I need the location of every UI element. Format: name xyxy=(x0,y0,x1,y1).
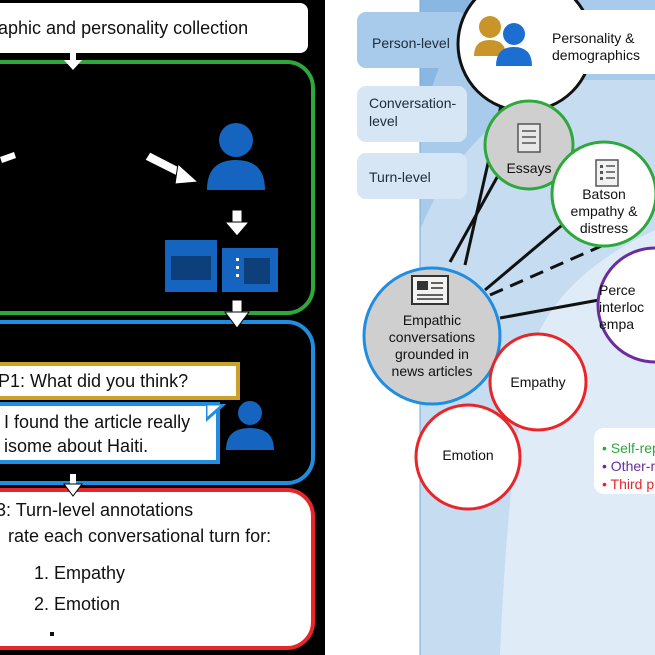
utterance-p2-line2: isome about Haiti. xyxy=(4,436,149,456)
arrow-diagonal-icon xyxy=(144,151,200,185)
level-label-person: Person-level xyxy=(372,35,450,51)
arrow-down-icon xyxy=(223,209,251,237)
step1-title: aphic and personality collection xyxy=(0,18,249,38)
node-center xyxy=(362,266,502,406)
arrow-down-icon xyxy=(64,52,82,70)
step3-item-empathy: 1. Empathy xyxy=(34,563,126,583)
utterance-p1-text: P1: What did you think? xyxy=(0,371,189,391)
people-icon xyxy=(474,16,532,66)
legend-self-report: • Self-rep xyxy=(602,440,655,456)
center-label: Empathic conversations grounded in news … xyxy=(388,312,476,379)
step3-frame xyxy=(0,488,315,650)
node-perceived xyxy=(596,246,655,364)
essay-document-icon xyxy=(165,240,217,292)
arrow-down-icon xyxy=(63,474,83,497)
questionnaire-document-icon xyxy=(222,248,278,292)
legend-third-party: • Third p xyxy=(602,476,655,492)
node-empathy xyxy=(488,332,588,432)
legend-box xyxy=(594,428,655,494)
step3-title: 3: Turn-level annotations xyxy=(0,500,194,520)
personality-label-box xyxy=(545,10,655,74)
checklist-icon xyxy=(595,159,619,187)
annotation-pipeline-panel: aphic and personality collection xyxy=(0,0,325,655)
level-label-conversation: Conversation-level xyxy=(369,95,457,129)
step1-frame xyxy=(0,60,315,315)
pipeline-graphics xyxy=(0,52,278,497)
newspaper-icon xyxy=(411,275,449,305)
emotion-label: Emotion xyxy=(442,447,494,463)
arrow-right-icon xyxy=(0,152,16,163)
level-label-turn: Turn-level xyxy=(369,169,431,185)
utterance-p1: P1: What did you think? xyxy=(0,362,240,400)
bullet-dot xyxy=(50,632,54,636)
node-emotion xyxy=(414,403,522,511)
step1-title-box: aphic and personality collection xyxy=(0,3,308,53)
empathy-label: Empathy xyxy=(510,374,566,390)
perceived-label: Perce interloc empa xyxy=(599,282,645,332)
node-batson xyxy=(550,140,655,248)
batson-label: Batson empathy & distress xyxy=(570,186,638,236)
level-pill-person xyxy=(357,12,467,68)
essays-label: Essays xyxy=(506,160,552,176)
document-icon xyxy=(517,123,541,153)
speech-bubble-tail xyxy=(206,404,227,423)
hierarchy-diagram xyxy=(357,0,655,655)
step3-subtitle: rate each conversational turn for: xyxy=(8,526,272,546)
step2-frame xyxy=(0,320,315,485)
arrow-down-icon xyxy=(224,299,250,329)
personality-label: Personality & demographics xyxy=(552,30,640,63)
utterance-p2: I found the article really isome about H… xyxy=(0,402,220,464)
speaker-person-icon xyxy=(226,401,274,450)
level-pill-conversation xyxy=(357,86,467,142)
level-pill-turn xyxy=(357,153,467,199)
person-icon xyxy=(207,123,265,190)
data-structure-panel: Person-level Conversation-level Turn-lev… xyxy=(340,0,655,655)
step3-item-emotion: 2. Emotion xyxy=(34,594,121,614)
utterance-p2-line1: I found the article really xyxy=(4,412,191,432)
legend-other-report: • Other-r xyxy=(602,458,655,474)
